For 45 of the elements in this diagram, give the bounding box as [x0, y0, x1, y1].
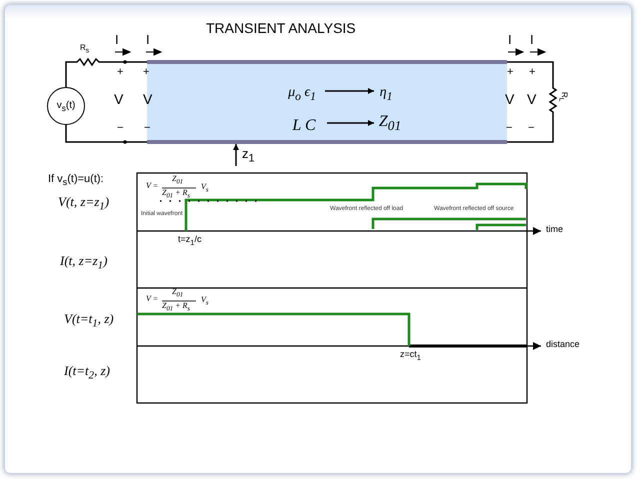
axis-label: time: [546, 225, 564, 235]
wire: [65, 58, 147, 87]
title: TRANSIENT ANALYSIS: [206, 20, 356, 36]
plot-row-label: I(t=t$_{2}$, z): [64, 364, 110, 382]
polarity-label: +: [529, 66, 536, 78]
polarity-label: V: [114, 92, 124, 108]
plot-row-label: V(t, z=z$_{1}$): [58, 195, 110, 214]
arrow: [325, 88, 374, 94]
marker-label: t=z$_{1}$/c: [178, 235, 202, 248]
arrow: [233, 144, 239, 166]
polarity-label: V: [143, 92, 152, 108]
parameter-text: Z$_{01}$: [374, 112, 406, 136]
parameter-text: L C: [283, 116, 325, 136]
wire: [65, 125, 147, 143]
current-label: I: [508, 33, 512, 48]
current-label: I: [146, 33, 150, 48]
polarity-label: −: [144, 122, 150, 134]
formula-text: Z$_{01}$: [172, 288, 184, 299]
formula-text: V$_{s}$: [201, 296, 208, 307]
arrow: [327, 120, 374, 126]
polarity-label: −: [117, 122, 124, 134]
formula-text: V$_{s}$: [201, 183, 208, 194]
marker-label: z=ct$_{1}$: [400, 350, 421, 362]
formula-text: Z$_{01}$ + R$_{s}$: [162, 189, 190, 200]
polarity-label: +: [143, 66, 150, 78]
formula-text: Z$_{01}$ + R$_{s}$: [162, 302, 190, 313]
polarity-label: V: [527, 92, 536, 108]
polarity-label: −: [506, 122, 512, 134]
formula-text: V =: [146, 182, 158, 191]
parameter-text: μ$_{o}$ ϵ$_{1}$: [281, 84, 323, 104]
polarity-label: V: [505, 92, 514, 108]
resistor-label: R$_{s}$: [80, 44, 90, 55]
current-label: I: [115, 33, 119, 48]
plot-row-label: I(t, z=z$_{1}$): [60, 254, 108, 272]
current-label: I: [530, 33, 534, 48]
formula-text: Z$_{01}$: [172, 175, 184, 186]
polarity-label: −: [528, 122, 534, 134]
formula-text: V =: [146, 295, 158, 304]
condition-text: If v$_{s}$(t)=u(t):: [48, 173, 104, 188]
axis-label: distance: [546, 340, 580, 350]
polarity-label: +: [117, 66, 124, 78]
plot-row-label: V(t=t$_{1}$, z): [64, 312, 114, 330]
edge-label: z$_{1}$: [242, 147, 255, 166]
polarity-label: +: [507, 66, 514, 78]
parameter-text: η$_{1}$: [374, 84, 398, 104]
